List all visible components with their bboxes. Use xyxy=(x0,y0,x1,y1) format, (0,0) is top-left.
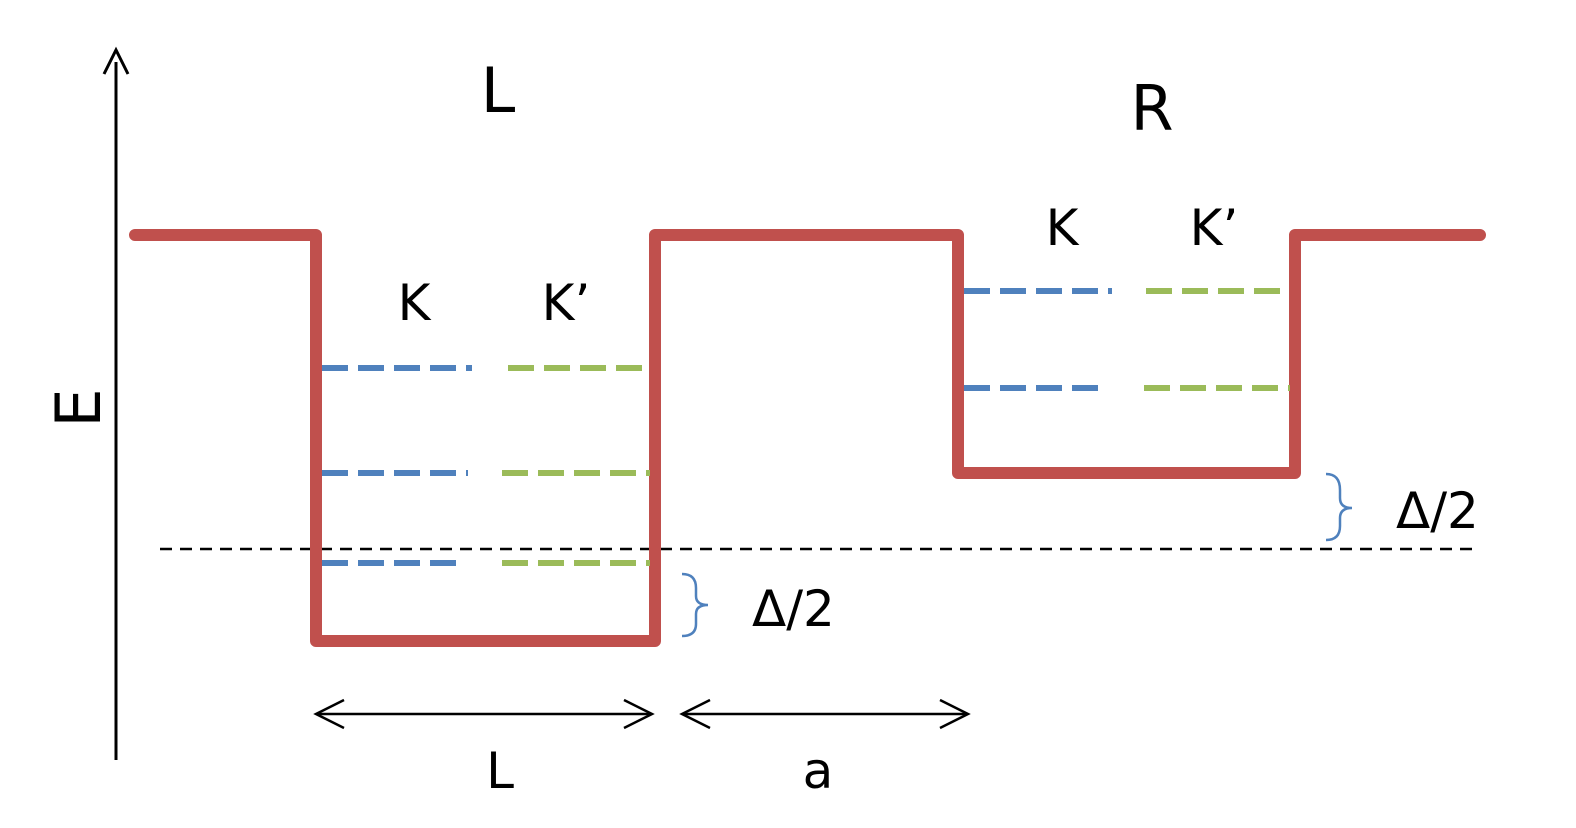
right-offset-brace xyxy=(1325,472,1353,542)
left-Kprime-label: K’ xyxy=(542,274,591,332)
left-offset-label: Δ/2 xyxy=(752,580,835,638)
left-K-label: K xyxy=(398,274,432,332)
separation-dimension-arrow xyxy=(679,698,971,730)
left-offset-brace xyxy=(681,572,709,638)
well-width-label: L xyxy=(486,742,514,800)
right-offset-label: Δ/2 xyxy=(1396,482,1479,540)
right-well-label: R xyxy=(1130,72,1173,145)
right-K-label: K xyxy=(1046,199,1080,257)
energy-axis-arrowhead xyxy=(102,46,130,75)
energy-axis-label: E xyxy=(42,388,115,427)
well-width-dimension-arrow xyxy=(313,698,655,730)
right-Kprime-label: K’ xyxy=(1190,199,1239,257)
potential-profile xyxy=(129,229,1486,647)
left-well-label: L xyxy=(481,54,516,127)
separation-label: a xyxy=(803,742,834,800)
